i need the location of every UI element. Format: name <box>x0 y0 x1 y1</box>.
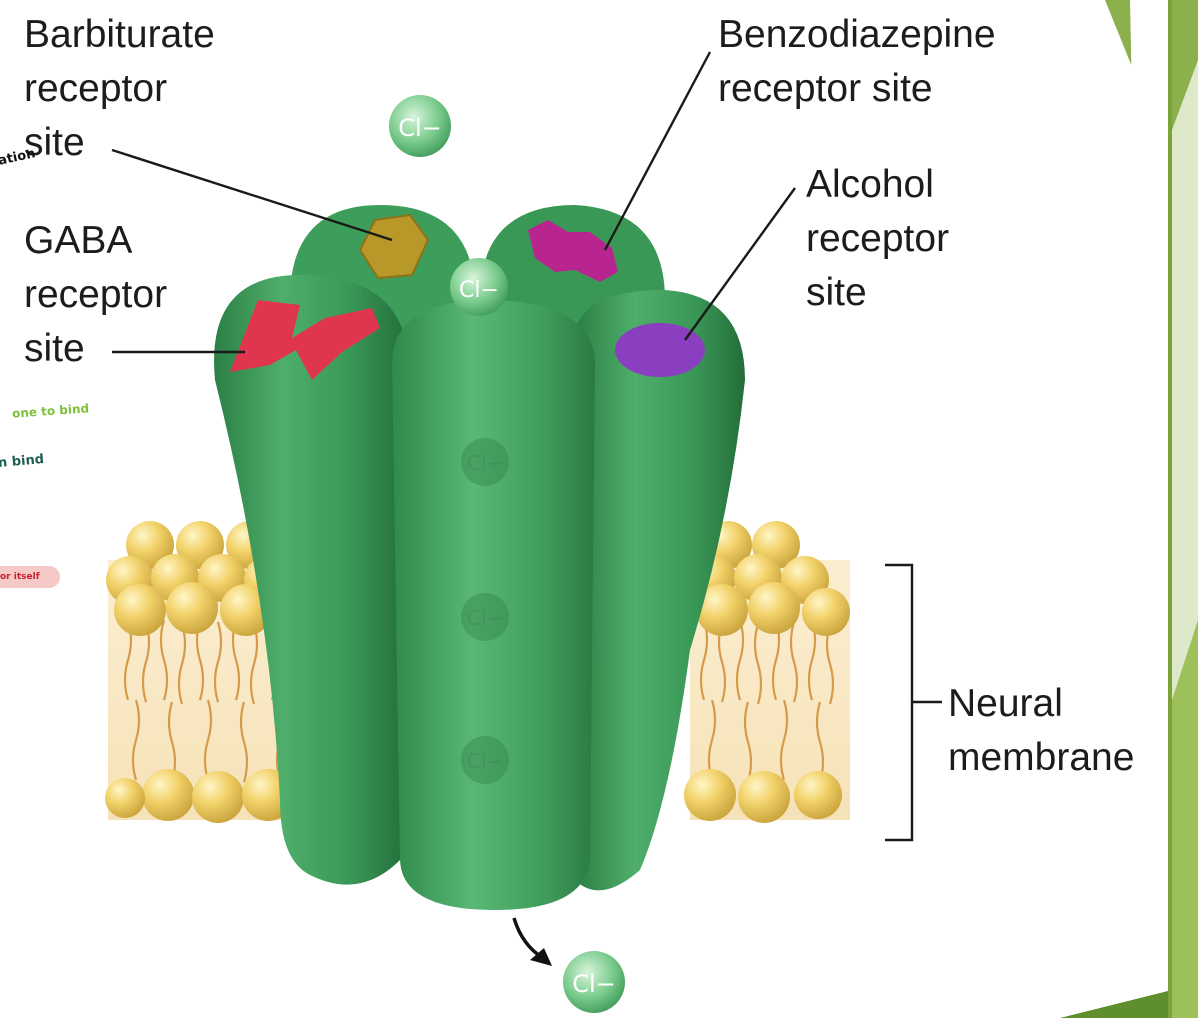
pore-ion-2: Cl− <box>461 593 509 641</box>
svg-text:Cl−: Cl− <box>459 278 499 303</box>
slide-decoration <box>1060 0 1198 1018</box>
label-line: site <box>24 121 85 164</box>
lipid-bilayer-right <box>684 521 850 823</box>
label-line: membrane <box>948 736 1135 779</box>
svg-text:Cl−: Cl− <box>398 114 442 142</box>
benzodiazepine-receptor-site-label: Benzodiazepine receptor site <box>718 8 996 116</box>
channel-subunit-front <box>392 300 595 910</box>
channel-subunit-right <box>575 290 745 891</box>
neural-membrane-label: Neural membrane <box>948 677 1134 785</box>
svg-text:Cl−: Cl− <box>467 451 503 475</box>
handwritten-note-4: or itself <box>0 566 60 588</box>
label-line: Benzodiazepine <box>718 13 996 56</box>
label-line: receptor site <box>718 67 933 110</box>
label-line: receptor <box>806 217 950 260</box>
membrane-bracket <box>885 563 942 842</box>
pore-ions: Cl− Cl− Cl− <box>461 438 509 784</box>
svg-text:Cl−: Cl− <box>572 970 616 998</box>
alcohol-site <box>615 323 705 377</box>
chloride-ion-center: Cl− <box>450 258 508 316</box>
pore-ion-3: Cl− <box>461 736 509 784</box>
label-line: GABA <box>24 219 133 262</box>
barbiturate-site <box>358 213 430 280</box>
chloride-ion-top: Cl− <box>389 95 451 157</box>
gaba-site <box>230 300 380 380</box>
chloride-ion-bottom: Cl− <box>563 951 625 1013</box>
label-line: receptor <box>24 67 168 110</box>
benzodiazepine-leader-line <box>603 51 712 251</box>
channel-subunit-left <box>214 275 408 885</box>
benzodiazepine-site <box>528 220 618 282</box>
label-line: site <box>806 271 867 314</box>
gaba-receptor-site-label: GABA receptor site <box>24 214 167 376</box>
label-line: site <box>24 327 85 370</box>
label-line: Neural <box>948 682 1063 725</box>
svg-text:Cl−: Cl− <box>467 606 503 630</box>
ion-exit-arrow <box>512 917 552 966</box>
label-line: Alcohol <box>806 163 934 206</box>
alcohol-leader-line <box>684 187 796 341</box>
barbiturate-leader-line <box>111 148 393 242</box>
label-line: receptor <box>24 273 168 316</box>
pore-ion-1: Cl− <box>461 438 509 486</box>
alcohol-receptor-site-label: Alcohol receptor site <box>806 158 949 320</box>
label-line: Barbiturate <box>24 13 215 56</box>
barbiturate-receptor-site-label: Barbiturate receptor site <box>24 8 215 170</box>
svg-text:Cl−: Cl− <box>467 749 503 773</box>
